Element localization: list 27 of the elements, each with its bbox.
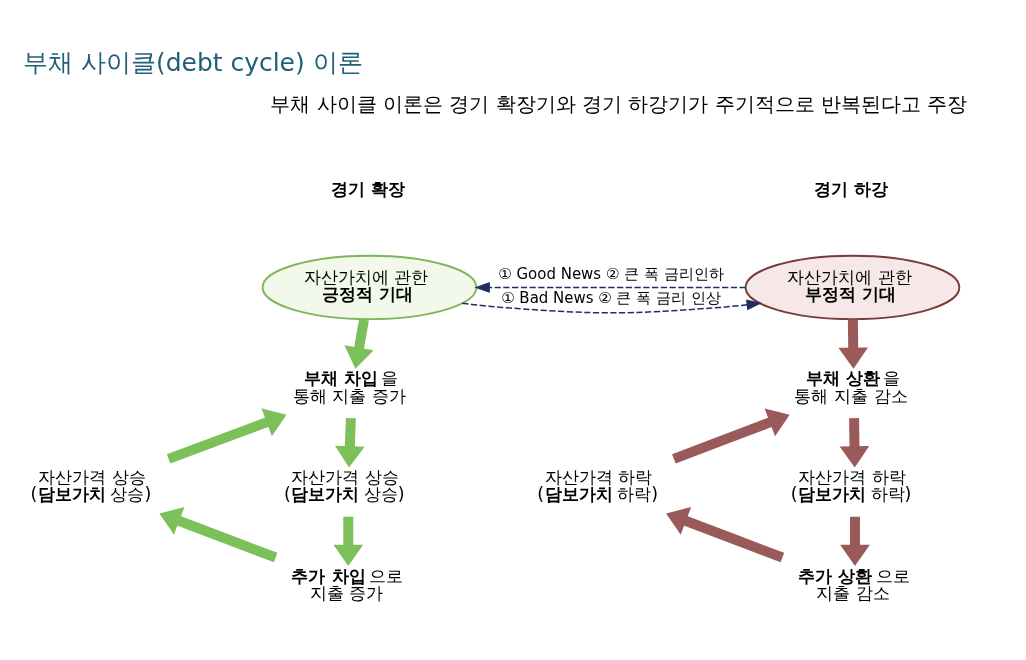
arrow <box>666 506 785 562</box>
arrow <box>461 298 763 314</box>
arrow <box>839 417 870 467</box>
arrow <box>159 506 278 562</box>
label: 부채 사이클 이론은 경기 확장기와 경기 하강기가 주기적으로 반복된다고 주장 <box>270 91 968 116</box>
arrow <box>344 318 374 369</box>
edge-label: ① Good News ② 큰 폭 금리인하 <box>498 264 724 283</box>
arrow <box>838 318 869 369</box>
node-ellipse: 자산가치에 관한 긍정적 기대 <box>261 254 478 320</box>
node-text: 자산가격 하락 (담보가치 하락) <box>790 466 912 504</box>
node-text: 추가 차입으로 지출 증가 <box>291 565 403 603</box>
node-text: 추가 상환으로 지출 감소 <box>798 565 910 603</box>
edge-label: ① Bad News ② 큰 폭 금리 인상 <box>501 288 721 307</box>
node-text: 자산가격 상승 (담보가치 상승) <box>30 466 152 504</box>
label: 경기 확장 <box>330 178 405 199</box>
arrow <box>333 516 364 566</box>
arrow <box>334 417 365 467</box>
arrow <box>672 407 790 464</box>
diagram-title: 부채 사이클(debt cycle) 이론 <box>23 47 363 77</box>
label: 경기 하강 <box>813 178 888 199</box>
node-text: 부채 상환을 통해 지출 감소 <box>794 367 908 406</box>
node-text: 자산가격 상승 (담보가치 상승) <box>283 466 405 504</box>
arrow <box>840 516 870 566</box>
arrow <box>166 407 287 464</box>
arrow <box>474 281 747 293</box>
node-text: 자산가격 하락 (담보가치 하락) <box>537 466 659 504</box>
node-text: 부채 차입을 통해 지출 증가 <box>292 367 406 406</box>
